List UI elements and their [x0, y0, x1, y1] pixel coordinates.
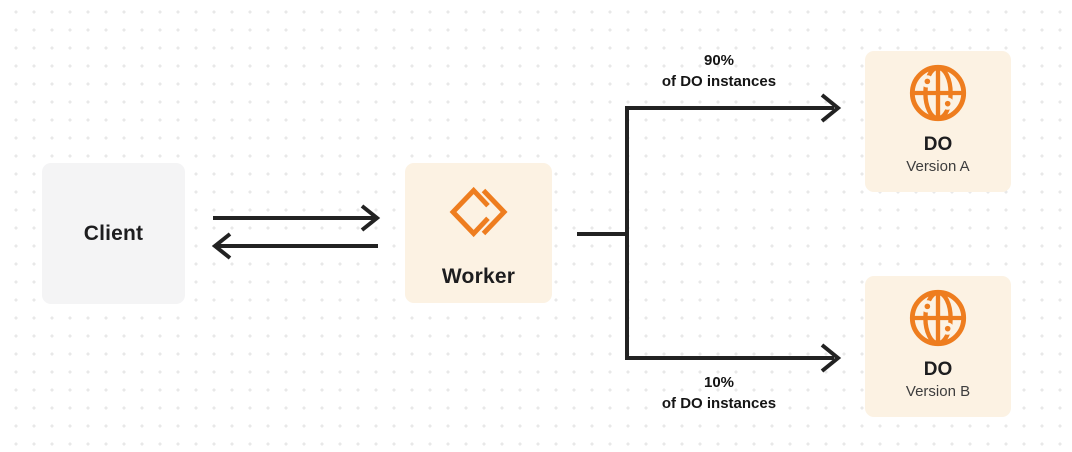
globe-icon [907, 287, 969, 349]
globe-icon [907, 62, 969, 124]
do-version-b-subtitle: Version B [905, 383, 971, 400]
do-version-a-title: DO [923, 134, 953, 155]
bottom-branch-percent: 10% [703, 374, 735, 391]
client-worker-response-arrow [211, 232, 378, 260]
client-node: Client [42, 163, 185, 304]
worker-branch-connector [577, 93, 842, 373]
bottom-branch-label: 10% of DO instances [599, 372, 839, 414]
do-version-b-title: DO [923, 359, 953, 380]
bottom-branch-caption: of DO instances [661, 395, 777, 412]
top-branch-arrowhead [820, 93, 842, 123]
top-branch-label: 90% of DO instances [599, 50, 839, 92]
do-version-a-subtitle: Version A [906, 158, 970, 175]
client-worker-request-arrow [213, 204, 381, 232]
top-branch-percent: 90% [703, 52, 735, 69]
worker-node: Worker [405, 163, 552, 303]
workers-chevron-icon [448, 186, 510, 238]
do-version-b-node: DO Version B [865, 276, 1011, 417]
top-branch-caption: of DO instances [661, 73, 777, 90]
worker-node-label: Worker [441, 265, 516, 288]
client-node-label: Client [83, 221, 144, 245]
bottom-branch-arrowhead [820, 343, 842, 373]
do-version-a-node: DO Version A [865, 51, 1011, 192]
